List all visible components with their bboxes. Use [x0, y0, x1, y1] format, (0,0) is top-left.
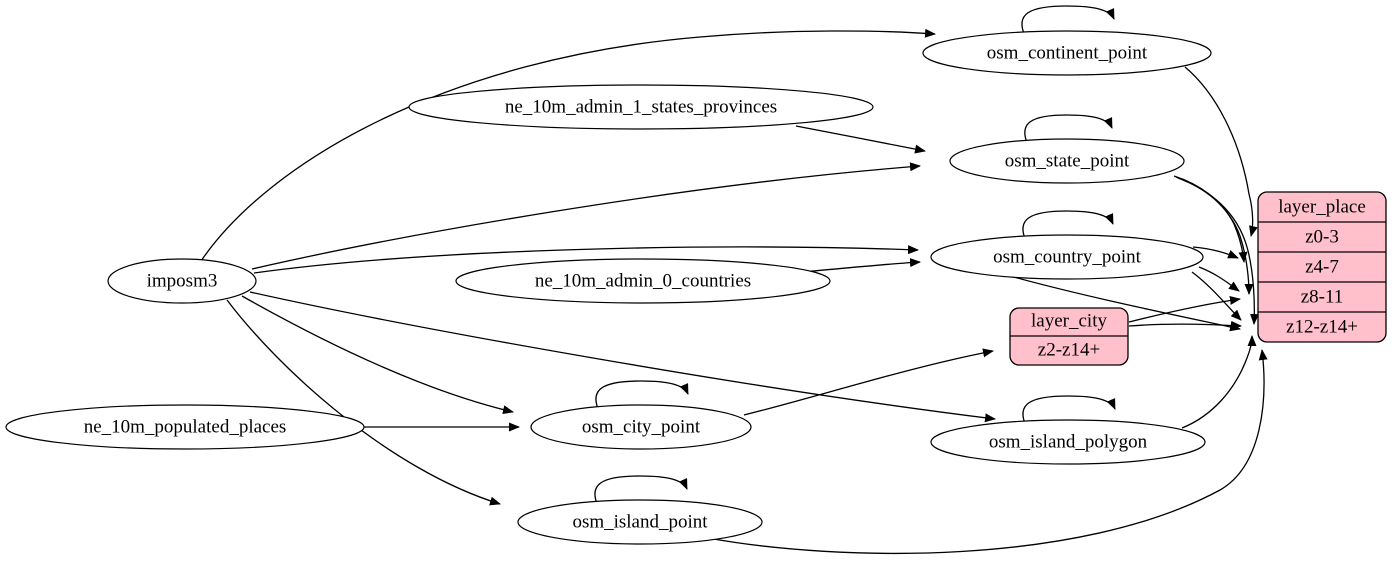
node-imposm3-label: imposm3	[147, 270, 218, 291]
node-layer_city[interactable]: layer_city z2-z14+	[1009, 307, 1129, 366]
edge-self-osm_island_polygon	[1022, 395, 1116, 427]
edge-osm_state_point-to-layer_place-z12-z14	[1177, 177, 1260, 325]
node-osm_continent_point-label: osm_continent_point	[987, 42, 1148, 63]
edge-self-osm_city_point	[595, 380, 689, 412]
edge-layer	[200, 5, 1268, 555]
layer_place-row-z8-11[interactable]: z8-11	[1301, 286, 1344, 307]
node-osm_island_polygon[interactable]: osm_island_polygon	[930, 419, 1206, 465]
edge-ne_countries-to-osm_country_point	[801, 258, 921, 273]
node-osm_island_polygon-label: osm_island_polygon	[989, 431, 1148, 452]
edge-imposm3-to-osm_island_polygon	[249, 291, 996, 423]
edge-osm_country_point-to-layer_place-z4-7	[1192, 246, 1239, 259]
node-ne_10m_admin_1_states_provinces[interactable]: ne_10m_admin_1_states_provinces	[408, 84, 874, 130]
edge-osm_island_point-to-layer_place-z12-z14	[707, 349, 1268, 555]
layer_place-row-z4-7[interactable]: z4-7	[1305, 256, 1339, 277]
node-ne_10m_admin_0_countries[interactable]: ne_10m_admin_0_countries	[455, 258, 831, 304]
edge-self-osm_country_point	[1022, 210, 1114, 242]
node-ne_10m_populated_places-label: ne_10m_populated_places	[84, 416, 287, 437]
edge-layer_city-to-layer_place-z8-11	[1128, 295, 1241, 323]
node-osm_city_point-label: osm_city_point	[582, 416, 701, 437]
edge-self-osm_state_point	[1024, 114, 1113, 146]
edge-osm_country_point-to-layer_place-z12-z14	[1191, 271, 1242, 321]
node-layer: imposm3 ne_10m_admin_1_states_provinces …	[5, 30, 1387, 545]
layer_place-row-z12-z14[interactable]: z12-z14+	[1286, 316, 1358, 337]
layer_place-title: layer_place	[1278, 196, 1366, 217]
edge-imposm3-to-osm_state_point	[251, 162, 921, 270]
node-ne_10m_admin_0_countries-label: ne_10m_admin_0_countries	[535, 270, 751, 291]
node-osm_country_point-label: osm_country_point	[993, 246, 1141, 267]
node-imposm3[interactable]: imposm3	[107, 258, 257, 304]
layer_city-title: layer_city	[1031, 310, 1107, 331]
node-osm_continent_point[interactable]: osm_continent_point	[922, 30, 1212, 76]
edge-ne_states-to-osm_state_point	[795, 125, 926, 154]
node-osm_city_point[interactable]: osm_city_point	[530, 404, 752, 450]
node-osm_state_point[interactable]: osm_state_point	[949, 138, 1185, 184]
node-osm_island_point[interactable]: osm_island_point	[517, 499, 763, 545]
edge-osm_country_point-to-layer_place-z8-11	[1198, 266, 1240, 292]
edge-osm_country_point-extra-to-layer_place-z12-z14	[1009, 275, 1241, 332]
node-osm_state_point-label: osm_state_point	[1005, 150, 1130, 171]
edge-self-osm_island_point	[594, 475, 688, 507]
node-osm_island_point-label: osm_island_point	[572, 511, 708, 532]
layer_place-row-z0-3[interactable]: z0-3	[1305, 226, 1339, 247]
edge-osm_island_polygon-to-layer_place-z12-z14	[1181, 335, 1257, 429]
edge-imposm3-to-osm_country_point	[253, 245, 919, 274]
edge-osm_continent_point-to-layer_place-z0-3	[1184, 66, 1258, 237]
edge-osm_city_point-to-layer_city-z2-z14	[743, 348, 994, 416]
edge-imposm3-to-osm_city_point	[241, 295, 514, 415]
node-osm_country_point[interactable]: osm_country_point	[930, 234, 1204, 280]
edge-imposm3-to-osm_island_point	[226, 299, 501, 506]
node-ne_10m_admin_1_states_provinces-label: ne_10m_admin_1_states_provinces	[505, 96, 777, 117]
node-layer_place[interactable]: layer_place z0-3 z4-7 z8-11 z12-z14+	[1257, 191, 1387, 343]
edge-self-osm_continent_point	[1021, 5, 1115, 37]
node-ne_10m_populated_places[interactable]: ne_10m_populated_places	[5, 404, 365, 450]
edge-imposm3-to-osm_continent_point	[200, 28, 936, 262]
layer_city-row-z2-z14[interactable]: z2-z14+	[1038, 339, 1100, 360]
